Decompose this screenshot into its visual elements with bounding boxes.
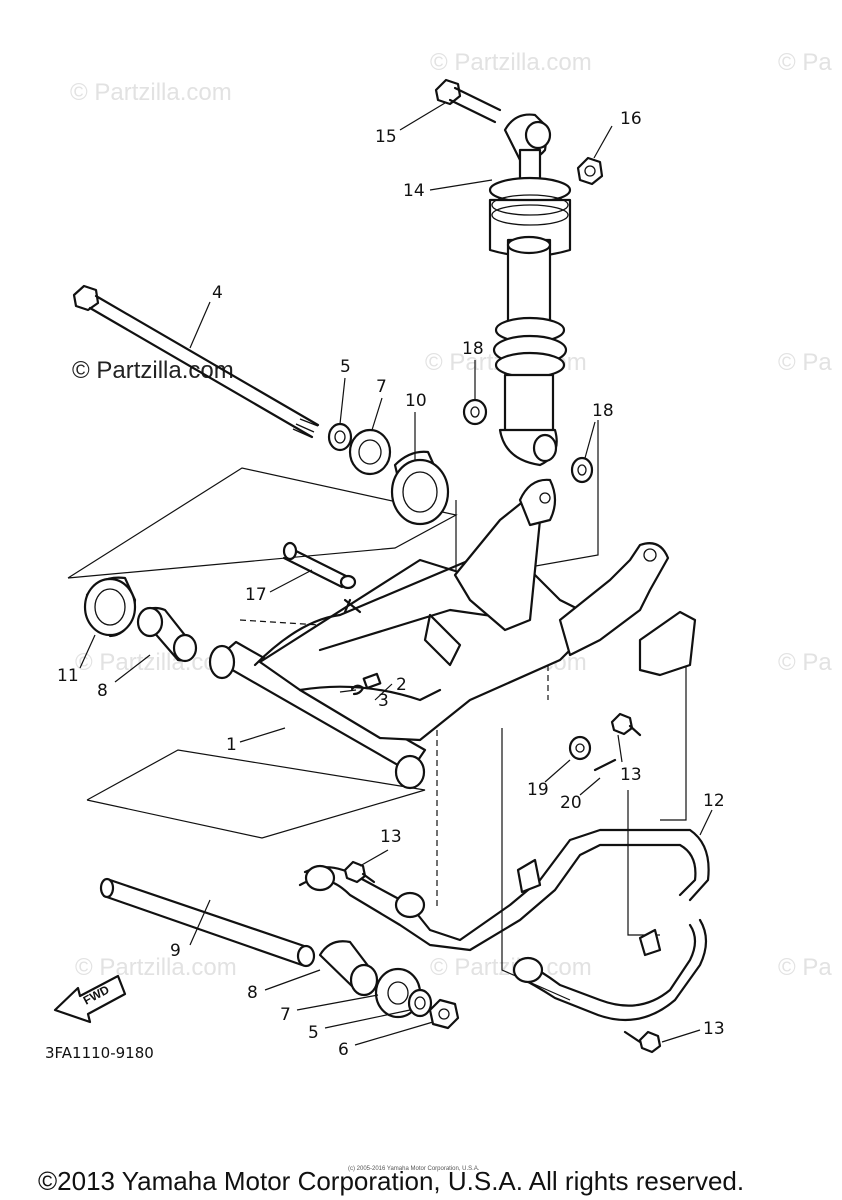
callout-13: 13 bbox=[620, 765, 642, 785]
grease-nipple-2-3 bbox=[350, 672, 382, 696]
part-12-guard-bar bbox=[298, 828, 710, 1022]
upper-bushing-set bbox=[327, 422, 450, 526]
callout-4: 4 bbox=[212, 283, 223, 303]
watermark-text: © Pa bbox=[778, 649, 832, 676]
callout-6: 6 bbox=[338, 1040, 349, 1060]
shock-washers bbox=[462, 398, 594, 484]
callout-labels: 4 5 7 10 15 14 16 18 18 17 11 8 1 2 3 19… bbox=[57, 109, 725, 1060]
callout-17: 17 bbox=[245, 585, 267, 605]
callout-14: 14 bbox=[403, 181, 425, 201]
watermark-text: © Pa bbox=[778, 49, 832, 76]
forward-direction-arrow: FWD bbox=[53, 974, 127, 1024]
callout-7: 7 bbox=[376, 377, 387, 397]
part-17-pin bbox=[282, 541, 357, 590]
callout-18: 18 bbox=[462, 339, 484, 359]
callout-18: 18 bbox=[592, 401, 614, 421]
callout-11: 11 bbox=[57, 666, 79, 686]
callout-20: 20 bbox=[560, 793, 582, 813]
bolts-13 bbox=[343, 860, 662, 1054]
diagram-code: 3FA1110-9180 bbox=[45, 1044, 154, 1062]
shock-bolt-and-nut bbox=[434, 78, 604, 186]
callout-2: 2 bbox=[396, 675, 407, 695]
small-hardware-right bbox=[568, 712, 642, 772]
callout-12: 12 bbox=[703, 791, 725, 811]
callout-8: 8 bbox=[97, 681, 108, 701]
callout-3: 3 bbox=[378, 691, 389, 711]
part-14-shock-absorber bbox=[488, 113, 572, 467]
watermark-text: © Partzilla.com bbox=[430, 49, 592, 76]
copyright-notice: ©2013 Yamaha Motor Corporation, U.S.A. A… bbox=[38, 1166, 744, 1196]
watermark-text: © Partzilla.com bbox=[75, 954, 237, 981]
callout-1: 1 bbox=[226, 735, 237, 755]
small-copyright: (c) 2005-2016 Yamaha Motor Corporation, … bbox=[348, 1166, 480, 1172]
part-1-swingarm bbox=[208, 478, 697, 790]
part-9-tube bbox=[99, 877, 316, 968]
callout-10: 10 bbox=[405, 391, 427, 411]
watermark-text: © Partzilla.com bbox=[70, 79, 232, 106]
watermark-text: © Partzilla.com bbox=[430, 954, 592, 981]
callout-8: 8 bbox=[247, 983, 258, 1003]
callout-13: 13 bbox=[380, 827, 402, 847]
lower-bushing-set bbox=[318, 940, 460, 1030]
watermark-text: © Pa bbox=[778, 349, 832, 376]
watermark-text: © Pa bbox=[778, 954, 832, 981]
left-collar-and-bushing bbox=[83, 576, 198, 663]
callout-7: 7 bbox=[280, 1005, 291, 1025]
watermark-layer: © Partzilla.com © Partzilla.com © Pa © P… bbox=[70, 49, 832, 981]
callout-15: 15 bbox=[375, 127, 397, 147]
callout-13: 13 bbox=[703, 1019, 725, 1039]
callout-19: 19 bbox=[527, 780, 549, 800]
callout-5: 5 bbox=[308, 1023, 319, 1043]
callout-5: 5 bbox=[340, 357, 351, 377]
callout-9: 9 bbox=[170, 941, 181, 961]
callout-16: 16 bbox=[620, 109, 642, 129]
callout-leader-lines bbox=[79, 102, 713, 1046]
part-4-pivot-shaft bbox=[72, 284, 320, 439]
